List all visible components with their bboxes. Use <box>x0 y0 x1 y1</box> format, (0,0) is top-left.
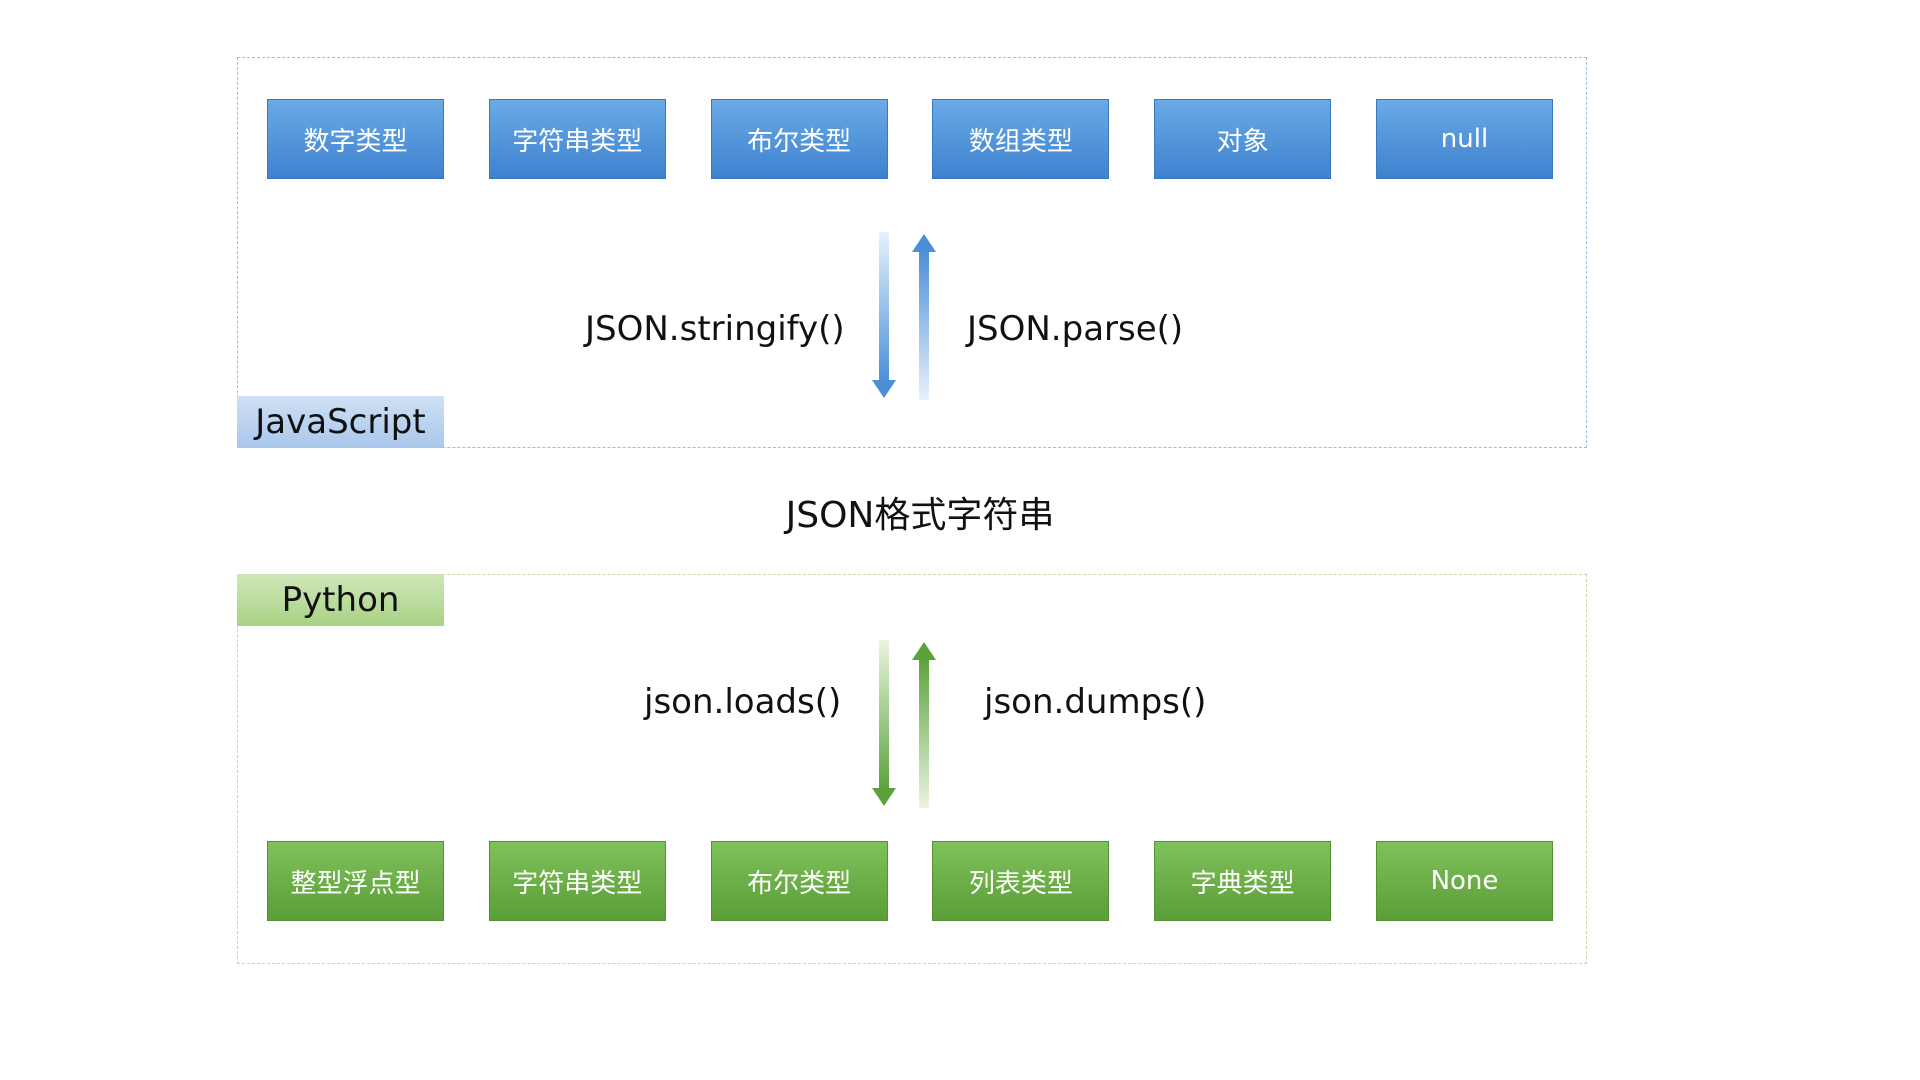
py-type-list: 列表类型 <box>932 841 1110 921</box>
js-type-string: 字符串类型 <box>488 99 666 179</box>
json-dumps-label: json.dumps() <box>984 682 1207 722</box>
python-type-row: 整型浮点型 字符串类型 布尔类型 列表类型 字典类型 None <box>267 841 1553 921</box>
json-stringify-label: JSON.stringify() <box>585 309 845 349</box>
dumps-up-arrow-icon <box>912 642 936 808</box>
js-type-null: null <box>1375 99 1553 179</box>
py-type-boolean: 布尔类型 <box>710 841 888 921</box>
js-type-number: 数字类型 <box>267 99 444 179</box>
python-panel: Python 整型浮点型 字符串类型 布尔类型 列表类型 字典类型 None <box>237 574 1587 964</box>
py-type-dict: 字典类型 <box>1154 841 1332 921</box>
py-type-int-float: 整型浮点型 <box>267 841 444 921</box>
stringify-down-arrow-icon <box>872 232 896 398</box>
py-type-none: None <box>1375 841 1553 921</box>
json-string-label: JSON格式字符串 <box>785 495 1055 536</box>
javascript-panel: 数字类型 字符串类型 布尔类型 数组类型 对象 null JavaScript <box>237 57 1587 448</box>
javascript-label: JavaScript <box>237 396 444 448</box>
py-type-string: 字符串类型 <box>488 841 666 921</box>
python-label: Python <box>237 574 444 626</box>
javascript-type-row: 数字类型 字符串类型 布尔类型 数组类型 对象 null <box>267 99 1553 179</box>
js-type-array: 数组类型 <box>932 99 1110 179</box>
parse-up-arrow-icon <box>912 234 936 400</box>
js-type-object: 对象 <box>1154 99 1332 179</box>
loads-down-arrow-icon <box>872 640 896 806</box>
json-loads-label: json.loads() <box>644 682 842 722</box>
js-type-boolean: 布尔类型 <box>710 99 888 179</box>
json-parse-label: JSON.parse() <box>967 309 1184 349</box>
